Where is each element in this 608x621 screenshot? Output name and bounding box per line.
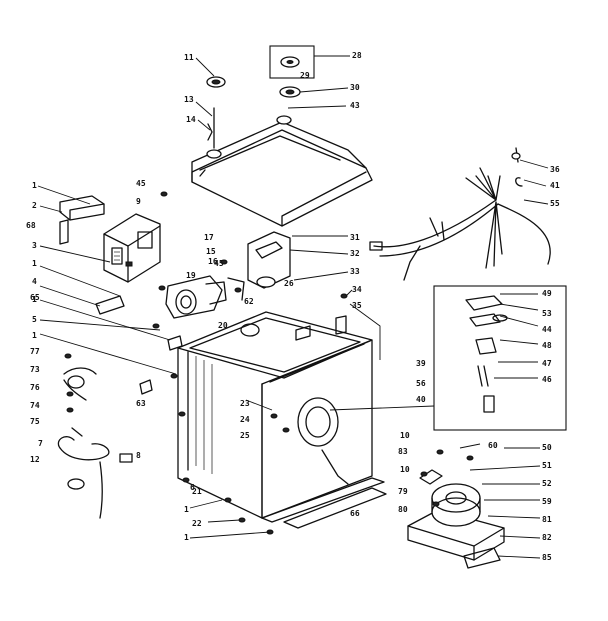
- callout-40: 40: [416, 395, 426, 404]
- callout-39: 39: [416, 359, 426, 368]
- callout-53: 53: [542, 309, 552, 318]
- callout-74: 74: [30, 401, 40, 410]
- callout-labels: 1111112345678910101112131415161719202122…: [26, 51, 560, 562]
- callout-1-5: 1: [184, 505, 189, 514]
- callout-52: 52: [542, 479, 552, 488]
- washer-cabinet: [177, 311, 385, 523]
- callout-23: 23: [240, 399, 250, 408]
- callout-55: 55: [550, 199, 560, 208]
- callout-46: 46: [542, 375, 552, 384]
- callout-79: 79: [398, 487, 408, 496]
- callout-77: 77: [30, 347, 40, 356]
- callout-21: 21: [192, 487, 202, 496]
- callout-28: 28: [352, 51, 362, 60]
- callout-15: 15: [206, 247, 216, 256]
- callout-11: 11: [184, 53, 194, 62]
- callout-85: 85: [542, 553, 552, 562]
- callout-30: 30: [350, 83, 360, 92]
- callout-26: 26: [284, 279, 294, 288]
- timer-knob-parts: [206, 45, 315, 159]
- callout-6: 6: [190, 483, 195, 492]
- callout-4: 4: [32, 277, 37, 286]
- callout-59: 59: [542, 497, 552, 506]
- washer-top-lid: [191, 121, 373, 227]
- callout-36: 36: [550, 165, 560, 174]
- wire-harness: [369, 167, 551, 281]
- callout-56: 56: [416, 379, 426, 388]
- callout-25: 25: [240, 431, 250, 440]
- callout-65: 65: [30, 293, 40, 302]
- callout-1-4: 1: [32, 331, 37, 340]
- callout-63: 63: [136, 399, 146, 408]
- callout-48: 48: [542, 341, 552, 350]
- callout-17: 17: [204, 233, 214, 242]
- callout-68: 68: [26, 221, 36, 230]
- drain-hose-parts: [63, 353, 97, 413]
- callout-45-1: 45: [136, 179, 146, 188]
- callout-12: 12: [30, 455, 40, 464]
- callout-1-2: 1: [32, 259, 37, 268]
- callout-14: 14: [186, 115, 196, 124]
- callout-75: 75: [30, 417, 40, 426]
- callout-31: 31: [350, 233, 360, 242]
- callout-45-2: 45: [214, 259, 224, 268]
- callout-19: 19: [186, 271, 196, 280]
- callout-29: 29: [300, 71, 310, 80]
- callout-41: 41: [550, 181, 560, 190]
- callout-22: 22: [192, 519, 202, 528]
- base-channel: [283, 487, 387, 529]
- callout-8: 8: [136, 451, 141, 460]
- callout-2: 2: [32, 201, 37, 210]
- callout-13: 13: [184, 95, 194, 104]
- callout-33: 33: [350, 267, 360, 276]
- callout-7: 7: [38, 439, 43, 448]
- callout-62: 62: [244, 297, 254, 306]
- callout-10-1: 10: [400, 431, 410, 440]
- callout-1-3: 1: [32, 295, 37, 304]
- callout-49: 49: [542, 289, 552, 298]
- callout-32: 32: [350, 249, 360, 258]
- door-switch-inset: [433, 285, 567, 431]
- callout-83: 83: [398, 447, 408, 456]
- callout-16: 16: [208, 257, 218, 266]
- pump-housing-3: [103, 213, 161, 283]
- callout-80: 80: [398, 505, 408, 514]
- fill-valve: [165, 275, 245, 319]
- callout-1-6: 1: [184, 533, 189, 542]
- callout-43: 43: [350, 101, 360, 110]
- callout-81: 81: [542, 515, 552, 524]
- callout-34: 34: [352, 285, 362, 294]
- callout-76: 76: [30, 383, 40, 392]
- callout-44: 44: [542, 325, 552, 334]
- callout-50: 50: [542, 443, 552, 452]
- callout-10-2: 10: [400, 465, 410, 474]
- callout-66: 66: [350, 509, 360, 518]
- control-panel-bracket: [59, 195, 105, 245]
- callout-3: 3: [32, 241, 37, 250]
- callout-82: 82: [542, 533, 552, 542]
- motor-assembly: [407, 469, 505, 569]
- relay-assembly: [247, 231, 291, 289]
- callout-35: 35: [352, 301, 362, 310]
- power-cord: [57, 427, 133, 519]
- callout-24: 24: [240, 415, 250, 424]
- callout-51: 51: [542, 461, 552, 470]
- small-fasteners-right: [511, 147, 523, 187]
- callout-20: 20: [218, 321, 228, 330]
- callout-1-1: 1: [32, 181, 37, 190]
- callout-47: 47: [542, 359, 552, 368]
- callout-leaders: [37, 55, 549, 559]
- callout-5: 5: [32, 315, 37, 324]
- callout-60: 60: [488, 441, 498, 450]
- callout-73: 73: [30, 365, 40, 374]
- callout-9: 9: [136, 197, 141, 206]
